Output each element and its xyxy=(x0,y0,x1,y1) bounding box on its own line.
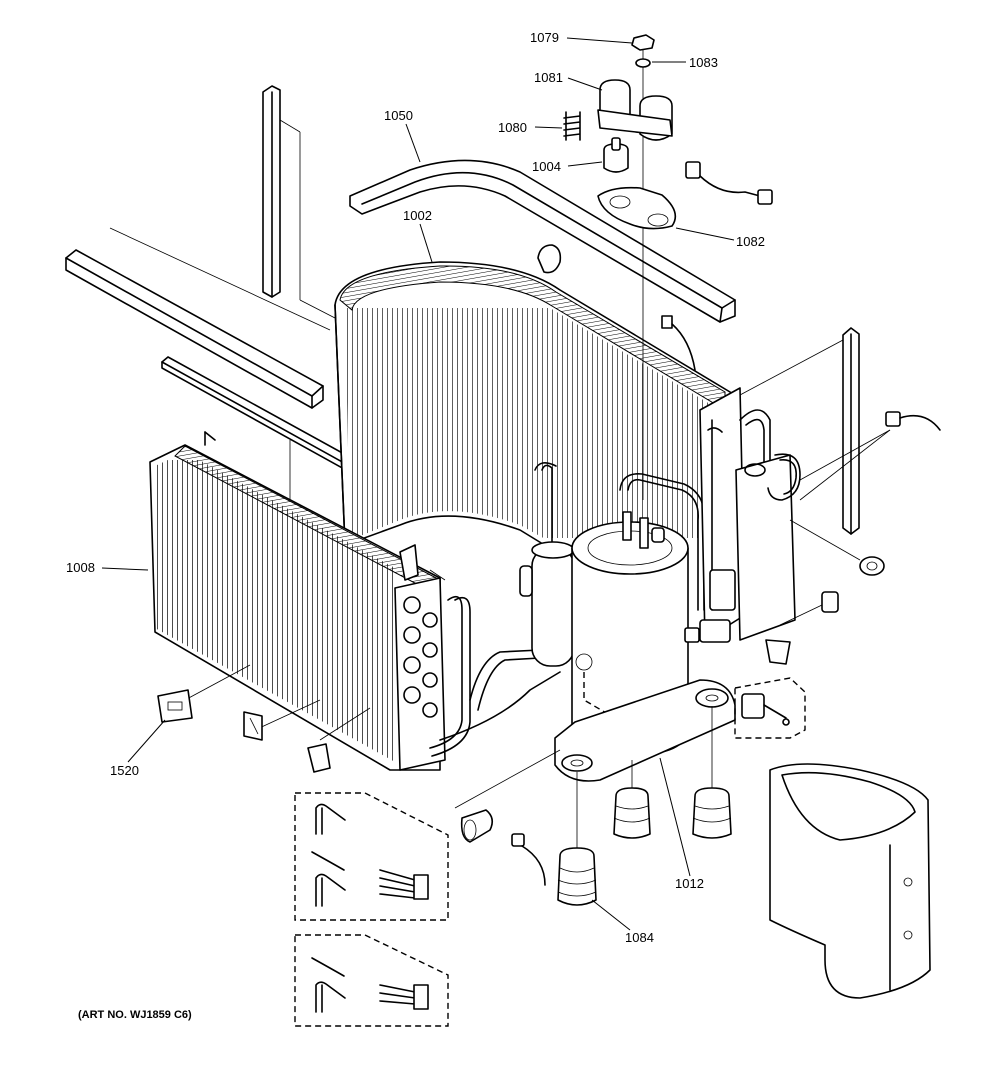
label-1004: 1004 xyxy=(532,159,561,174)
capacitor-1081 xyxy=(597,79,673,141)
insulation-strip-long xyxy=(65,227,331,409)
tube-insulation-1050 xyxy=(349,159,736,323)
bracket-1082 xyxy=(597,186,677,230)
insulation-strip-vertical-right xyxy=(739,327,860,535)
label-1050: 1050 xyxy=(384,108,413,123)
wire-connector-small xyxy=(511,833,546,886)
clip-lower-1 xyxy=(243,711,263,741)
outer-case xyxy=(769,763,931,999)
bushing-1004 xyxy=(603,137,629,173)
grommet-right xyxy=(789,519,885,576)
detail-box-1 xyxy=(294,792,449,921)
label-1012: 1012 xyxy=(675,876,704,891)
clip-lower-2 xyxy=(307,743,331,773)
label-1079: 1079 xyxy=(530,30,559,45)
bracket-clip-left xyxy=(399,544,446,581)
spring-1080 xyxy=(563,111,581,141)
tube-sleeve xyxy=(454,749,561,843)
wire-harness-top xyxy=(685,161,773,205)
clip-top-center xyxy=(537,244,562,274)
detail-box-2 xyxy=(294,934,449,1027)
art-number: (ART NO. WJ1859 C6) xyxy=(78,1009,192,1021)
label-1008: 1008 xyxy=(66,560,95,575)
compressor-base-plate xyxy=(554,679,736,782)
clip-1520 xyxy=(157,689,193,723)
grommet-mount-right xyxy=(692,706,732,839)
label-1081: 1081 xyxy=(534,70,563,85)
label-1080: 1080 xyxy=(498,120,527,135)
insulation-strip-vertical-left xyxy=(262,85,336,319)
label-1520: 1520 xyxy=(110,763,139,778)
sensor-wire-center xyxy=(661,315,696,371)
washer-1083 xyxy=(635,58,651,68)
coil-return-bends xyxy=(403,596,438,718)
right-bracket xyxy=(684,387,801,643)
fitting-right xyxy=(765,639,791,665)
refrigerant-piping xyxy=(429,462,705,757)
leader-lines xyxy=(101,37,735,931)
label-1083: 1083 xyxy=(689,55,718,70)
grommet-mount-center xyxy=(613,760,651,839)
label-1082: 1082 xyxy=(736,234,765,249)
clip-right xyxy=(779,591,839,626)
terminal-cover-detail xyxy=(734,677,806,739)
grommet-mount-left xyxy=(557,772,597,906)
label-1002: 1002 xyxy=(403,208,432,223)
sensor-right xyxy=(799,411,941,501)
label-1084: 1084 xyxy=(625,930,654,945)
accumulator xyxy=(519,541,575,667)
